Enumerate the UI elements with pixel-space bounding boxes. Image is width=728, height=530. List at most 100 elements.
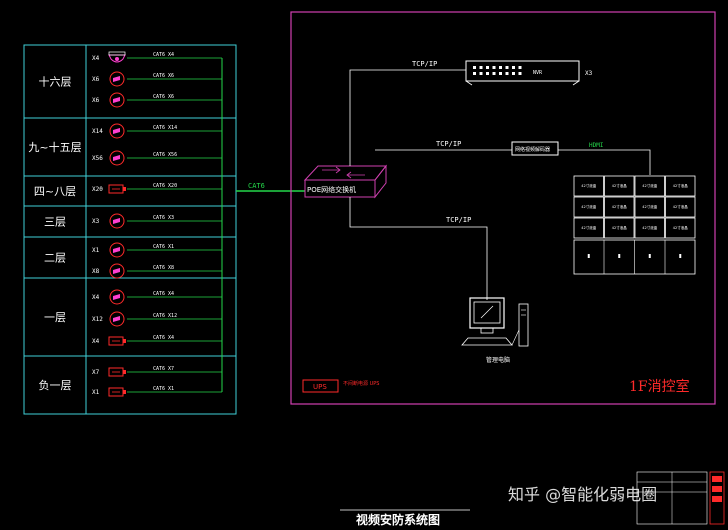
camera-qty: X6 — [92, 76, 100, 83]
camera-qty: X4 — [92, 55, 100, 62]
camera-qty: X1 — [92, 389, 100, 396]
nvr-port — [518, 72, 522, 75]
monitor-label: 42寸液晶 — [673, 204, 688, 209]
link-nvr — [349, 69, 466, 166]
camera-qty: X7 — [92, 369, 100, 376]
cabinet-handle — [679, 254, 682, 258]
cable-label: CAT6 X4 — [153, 335, 174, 341]
bullet-camera-icon — [109, 123, 125, 139]
monitor-label: 42寸液晶 — [642, 225, 657, 230]
cable-label: CAT6 X12 — [153, 313, 177, 319]
monitor-label: 42寸液晶 — [612, 225, 627, 230]
nvr-port — [492, 66, 496, 69]
camera-qty: X4 — [92, 294, 100, 301]
floor-label: 负一层 — [39, 378, 72, 392]
monitor-label: 42寸液晶 — [581, 225, 596, 230]
nvr-port — [512, 72, 515, 75]
box-camera-icon — [108, 336, 126, 346]
room-label: 1F消控室 — [629, 378, 690, 395]
monitor-label: 42寸液晶 — [581, 183, 596, 188]
bullet-camera-icon — [109, 150, 125, 166]
floor-label: 四~八层 — [34, 185, 76, 198]
link-pc-label: TCP/IP — [446, 216, 471, 224]
monitor-label: 42寸液晶 — [581, 204, 596, 209]
watermark: 知乎 @智能化弱电圈 — [508, 485, 657, 504]
bullet-camera-icon — [109, 311, 125, 327]
cabinet-handle — [618, 254, 621, 258]
cable-label: CAT6 X4 — [153, 52, 174, 58]
floor-label: 十六层 — [39, 75, 72, 89]
monitor-label: 42寸液晶 — [612, 204, 627, 209]
nvr-port — [512, 66, 515, 69]
bullet-camera-icon — [109, 71, 125, 87]
bullet-camera-icon — [109, 242, 125, 258]
camera-qty: X3 — [92, 218, 100, 225]
floor-label: 一层 — [44, 311, 66, 324]
camera-qty: X20 — [92, 186, 103, 193]
nvr-port — [486, 72, 489, 75]
link-nvr-label: TCP/IP — [412, 60, 437, 68]
box-camera-icon — [108, 387, 126, 397]
cable-label: CAT6 X14 — [153, 125, 177, 131]
bullet-camera-icon — [109, 92, 125, 108]
camera-qty: X12 — [92, 316, 103, 323]
cable-label: CAT6 X4 — [153, 291, 174, 297]
cable-label: CAT6 X56 — [153, 152, 177, 158]
trunk-label: CAT6 — [248, 182, 265, 190]
poe-switch — [303, 164, 388, 199]
cable-label: CAT6 X1 — [153, 386, 174, 392]
monitor-screen — [604, 175, 635, 197]
box-camera-icon — [108, 367, 126, 377]
bullet-camera-icon — [109, 263, 125, 279]
ups-box — [302, 379, 339, 393]
monitor-screen — [665, 217, 696, 239]
ups-note: 不间断电源 UPS — [343, 380, 379, 387]
cable-label: CAT6 X3 — [153, 215, 174, 221]
monitor-screen — [604, 196, 635, 218]
monitor-screen — [604, 217, 635, 239]
monitor-label: 42寸液晶 — [612, 183, 627, 188]
nvr-name: NVR — [533, 70, 543, 76]
nvr-port — [473, 72, 476, 75]
camera-qty: X6 — [92, 97, 100, 104]
nvr-port — [505, 72, 509, 75]
bullet-camera-icon — [109, 213, 125, 229]
bullet-camera-icon — [109, 289, 125, 305]
diagram-title: 视频安防系统图 — [356, 512, 440, 527]
nvr-port — [479, 72, 483, 75]
link-hdmi — [558, 149, 651, 175]
cabinet-handle — [587, 254, 590, 258]
monitor-label: 42寸液晶 — [642, 204, 657, 209]
nvr-port — [479, 66, 483, 69]
control-room-frame — [290, 11, 716, 405]
link-hdmi-label: HDMI — [589, 142, 604, 149]
camera-qty: X14 — [92, 128, 103, 135]
monitor-screen — [665, 175, 696, 197]
cabinet-handle — [648, 254, 651, 258]
floor-label: 二层 — [44, 252, 66, 265]
nvr-port — [486, 66, 489, 69]
monitor-screen — [634, 196, 665, 218]
monitor-label: 42寸液晶 — [673, 225, 688, 230]
nvr-device — [465, 60, 580, 86]
pc-label: 管理电脑 — [486, 356, 510, 364]
nvr-port — [473, 66, 476, 69]
monitor-screen — [634, 217, 665, 239]
nvr-port — [499, 66, 502, 69]
monitor-screen — [634, 175, 665, 197]
floor-label: 九~十五层 — [28, 140, 81, 154]
video-wall: 42寸液晶 42寸液晶 42寸液晶 42寸液晶 42寸液晶 42寸液晶 42寸液晶 42寸液晶… — [573, 175, 696, 275]
decoder-label: 网络视频解码器 — [515, 146, 550, 153]
title-block — [636, 471, 725, 525]
nvr-qty: X3 — [585, 70, 593, 77]
link-pc — [349, 197, 488, 300]
cable-label: CAT6 X6 — [153, 73, 174, 79]
link-decoder-label: TCP/IP — [436, 140, 461, 148]
management-pc — [461, 297, 529, 347]
floor-table-frame — [23, 44, 237, 415]
camera-qty: X8 — [92, 268, 100, 275]
cable-label: CAT6 X1 — [153, 244, 174, 250]
monitor-screen — [573, 217, 604, 239]
monitor-screen — [573, 175, 604, 197]
